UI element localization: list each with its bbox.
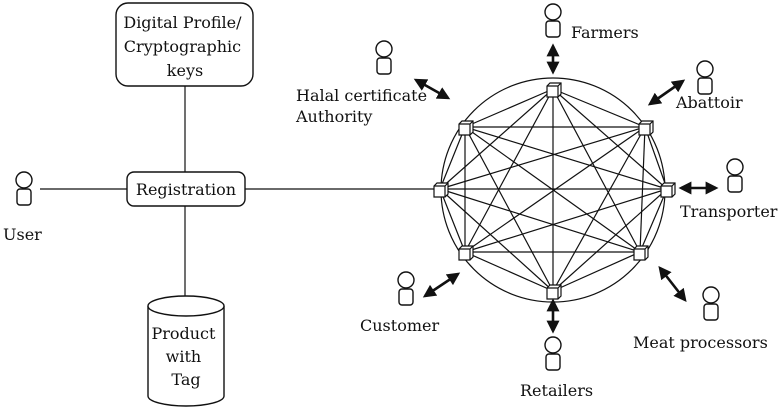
blockchain-network — [433, 77, 676, 303]
mesh-link — [552, 126, 646, 292]
meat-processors-label: Meat processors — [633, 333, 768, 352]
mesh-link — [552, 88, 668, 190]
mesh-link — [464, 126, 668, 190]
digital-profile-label: Digital Profile/ Cryptographic keys — [123, 13, 246, 80]
network-node-cube-icon — [433, 182, 449, 198]
arrow-halal — [413, 78, 451, 100]
mesh-link — [464, 88, 554, 253]
halal-label: Halal certificate Authority — [295, 86, 432, 126]
network-node-cube-icon — [546, 82, 562, 98]
person-icons — [15, 3, 744, 371]
transporter-person-icon — [726, 158, 744, 193]
mesh-link — [552, 88, 646, 128]
mesh-link — [439, 126, 466, 190]
retailers-label: Retailers — [520, 381, 593, 400]
network-node-cube-icon — [458, 120, 474, 136]
network-node-cube-icon — [638, 120, 654, 136]
user-label: User — [3, 225, 42, 244]
farmers-label: Farmers — [571, 23, 639, 42]
mesh-link — [639, 188, 668, 253]
registration-box — [126, 171, 246, 207]
mesh-link — [552, 188, 668, 292]
mesh-link — [464, 126, 554, 292]
abattoir-label: Abattoir — [675, 93, 743, 112]
mesh-link — [439, 126, 646, 190]
network-nodes — [433, 82, 676, 300]
mesh-link — [464, 88, 554, 128]
mesh-link — [464, 126, 641, 253]
digital-profile-box — [115, 2, 254, 87]
customer-label: Customer — [360, 316, 439, 335]
participant-arrows — [413, 43, 719, 334]
arrow-meat-processors — [658, 265, 687, 303]
farmers-person-icon — [544, 3, 562, 38]
arrow-customer — [422, 272, 461, 298]
transporter-label: Transporter — [680, 202, 778, 221]
registration-label: Registration — [136, 180, 236, 199]
mesh-link — [552, 251, 641, 292]
network-node-cube-icon — [633, 245, 649, 261]
arrow-abattoir — [647, 79, 686, 106]
product-database-cylinder — [147, 295, 225, 407]
mesh-link — [552, 88, 641, 253]
mesh-link — [439, 88, 554, 190]
connector-lines — [40, 86, 436, 296]
network-node-cube-icon — [458, 245, 474, 261]
user-person-icon — [15, 171, 33, 206]
abattoir-person-icon — [696, 60, 714, 95]
customer-person-icon — [397, 271, 415, 306]
mesh-link — [644, 126, 668, 190]
mesh-link — [439, 188, 641, 253]
mesh-link — [439, 188, 466, 253]
halal-person-icon — [375, 40, 393, 75]
network-mesh — [439, 88, 668, 292]
mesh-link — [464, 251, 554, 292]
network-node-cube-icon — [660, 182, 676, 198]
product-label: Product with Tag — [151, 324, 220, 389]
network-node-cube-icon — [546, 284, 562, 300]
mesh-link — [439, 188, 554, 292]
retailers-person-icon — [544, 336, 562, 371]
meat-processors-person-icon — [702, 286, 720, 321]
